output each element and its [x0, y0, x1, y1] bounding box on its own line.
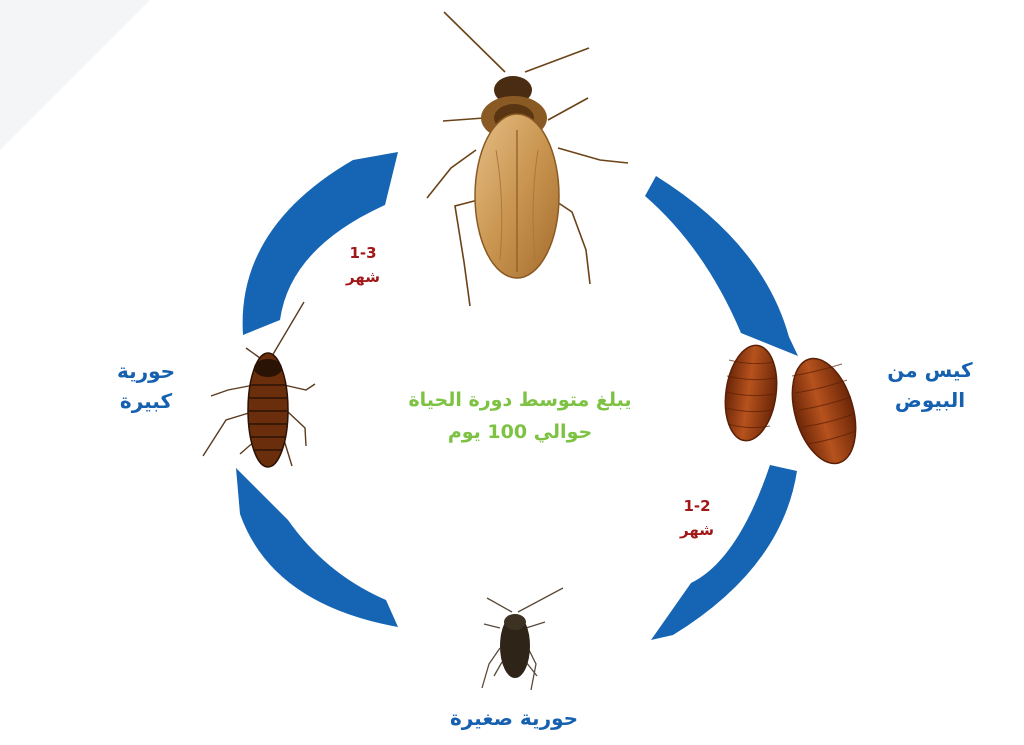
duration-nymph-to-adult-unit: شهر: [345, 268, 380, 286]
large-nymph-label-line-2: كبيرة: [120, 389, 173, 413]
large-nymph-label-line-1: حورية: [117, 359, 175, 383]
cycle-arrow-icon: [242, 152, 398, 335]
small-nymph-icon: [481, 587, 564, 691]
small-nymph-label: حورية صغيرة: [450, 706, 578, 730]
duration-egg-to-nymph-value: 1-2: [683, 497, 710, 515]
adult-cockroach-icon: [426, 11, 629, 307]
cycle-arrow-icon: [651, 465, 797, 640]
large-nymph-icon: [202, 301, 316, 468]
egg-case-label-line-2: البيوض: [895, 388, 965, 412]
center-lifecycle-line-2: حوالي 100 يوم: [448, 421, 592, 443]
egg-case-icon: [791, 357, 857, 465]
cycle-arrows: [236, 152, 798, 640]
egg-case-label-line-1: كيس من: [887, 358, 973, 382]
cycle-arrow-icon: [236, 468, 398, 627]
duration-egg-to-nymph-unit: شهر: [679, 521, 714, 539]
center-lifecycle-line-1: يبلغ متوسط دورة الحياة: [408, 389, 631, 411]
duration-nymph-to-adult-value: 1-3: [349, 244, 376, 262]
background-corner-shape: [0, 0, 150, 150]
cycle-arrow-icon: [645, 176, 798, 356]
egg-case-icon: [724, 344, 778, 442]
